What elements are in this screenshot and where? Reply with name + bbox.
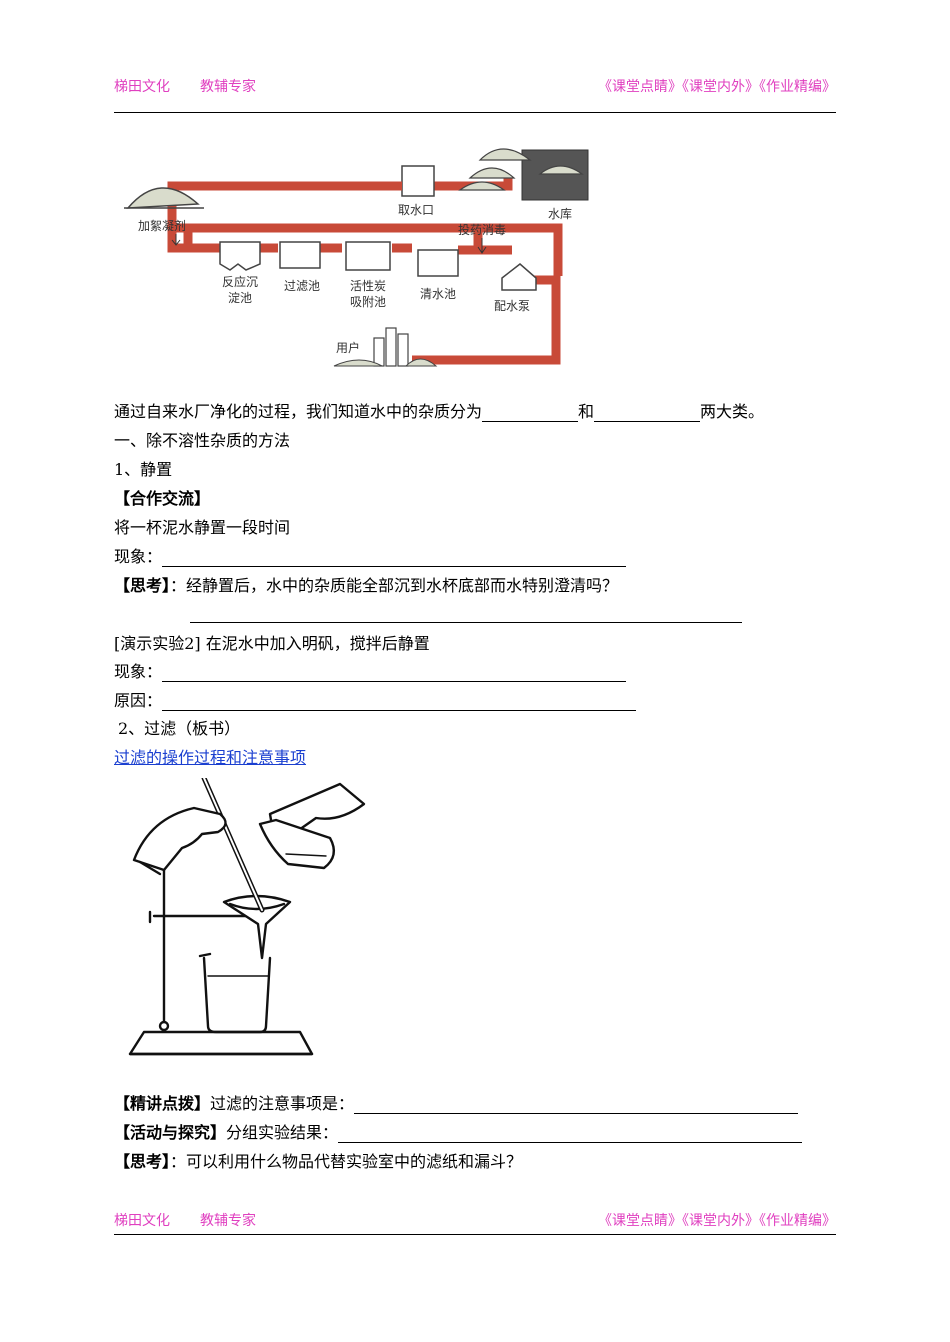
label-sed2: 淀池 (228, 291, 252, 305)
sedimentation-tank-icon (219, 241, 261, 271)
hill-left-icon (126, 187, 200, 209)
coop-body: 将一杯泥水静置一段时间 (114, 518, 291, 537)
clear-tank-icon (417, 249, 459, 277)
blank-phenomenon-2[interactable] (162, 665, 627, 682)
page-footer: 梯田文化教辅专家 《课堂点睛》《课堂内外》《作业精编》 (114, 1210, 836, 1232)
header-rule (114, 112, 836, 113)
label-carbon1: 活性炭 (350, 279, 386, 293)
reservoir-icon (521, 149, 589, 201)
coop-tag: 【合作交流】 (114, 489, 211, 508)
label-reservoir: 水库 (548, 206, 572, 221)
label-coagulant: 加絮凝剂 (138, 218, 186, 233)
reason-line: 原因： (114, 691, 637, 711)
blank-phenomenon[interactable] (162, 550, 627, 567)
footer-rule (114, 1234, 836, 1235)
phenomenon-2-line: 现象： (114, 662, 627, 682)
activity-line: 【活动与探究】分组实验结果： (114, 1123, 803, 1143)
sub-1-heading: 1、静置 (114, 460, 173, 479)
page-header: 梯田文化教辅专家 《课堂点睛》《课堂内外》《作业精编》 (114, 76, 836, 98)
carbon-tank-icon (345, 241, 391, 271)
think-line: 【思考】：经静置后，水中的杂质能全部沉到水杯底部而水特别澄清吗？ (114, 576, 619, 595)
think-2-line: 【思考】：可以利用什么物品代替实验室中的滤纸和漏斗？ (114, 1152, 523, 1171)
answer-line-think[interactable] (190, 622, 742, 623)
demo-line: [演示实验2] 在泥水中加入明矾，搅拌后静置 (114, 634, 430, 653)
footer-brand: 梯田文化教辅专家 (114, 1213, 256, 1229)
label-pump: 配水泵 (494, 299, 530, 313)
blank-jj[interactable] (354, 1097, 799, 1114)
buildings-icon (373, 327, 409, 367)
filtration-apparatus-diagram (128, 778, 366, 1056)
blank-1[interactable] (482, 405, 579, 422)
label-carbon2: 吸附池 (350, 295, 386, 309)
blank-reason[interactable] (162, 694, 637, 711)
sub-2-heading: 2、过滤（板书） (118, 719, 241, 738)
filter-tank-icon (279, 241, 321, 269)
header-brand: 梯田文化教辅专家 (114, 79, 256, 95)
pouring-beaker-icon (258, 818, 336, 870)
water-treatment-diagram: 加絮凝剂 取水口 水库 投药消毒 反应沉 淀池 过滤池 活性炭 吸附池 清水池 … (124, 148, 589, 367)
label-user: 用户 (336, 340, 360, 355)
label-sed1: 反应沉 (222, 274, 258, 289)
label-filter: 过滤池 (284, 279, 320, 293)
blank-activity[interactable] (338, 1126, 803, 1143)
blank-2[interactable] (594, 405, 701, 422)
header-series: 《课堂点睛》《课堂内外》《作业精编》 (598, 79, 836, 95)
filtration-link[interactable]: 过滤的操作过程和注意事项 (114, 748, 307, 767)
intake-box-icon (401, 165, 435, 197)
phenomenon-line: 现象： (114, 547, 627, 567)
footer-series: 《课堂点睛》《课堂内外》《作业精编》 (598, 1213, 836, 1229)
left-hand-icon (132, 806, 227, 872)
pump-house-icon (501, 263, 537, 291)
label-disinfect: 投药消毒 (458, 222, 506, 237)
funnel-icon (222, 894, 292, 960)
label-clear: 清水池 (420, 287, 456, 301)
section-1-heading: 一、除不溶性杂质的方法 (114, 431, 291, 450)
beaker-icon (202, 956, 272, 1034)
label-intake: 取水口 (398, 203, 434, 217)
jj-line: 【精讲点拨】过滤的注意事项是： (114, 1094, 799, 1114)
intro-line: 通过自来水厂净化的过程，我们知道水中的杂质分为和两大类。 (114, 402, 765, 422)
